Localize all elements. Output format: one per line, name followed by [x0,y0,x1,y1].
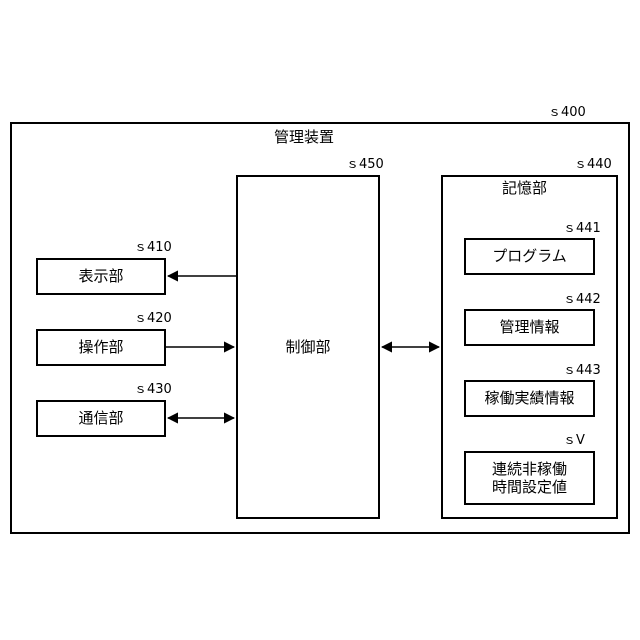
connection-arrows [0,0,640,640]
